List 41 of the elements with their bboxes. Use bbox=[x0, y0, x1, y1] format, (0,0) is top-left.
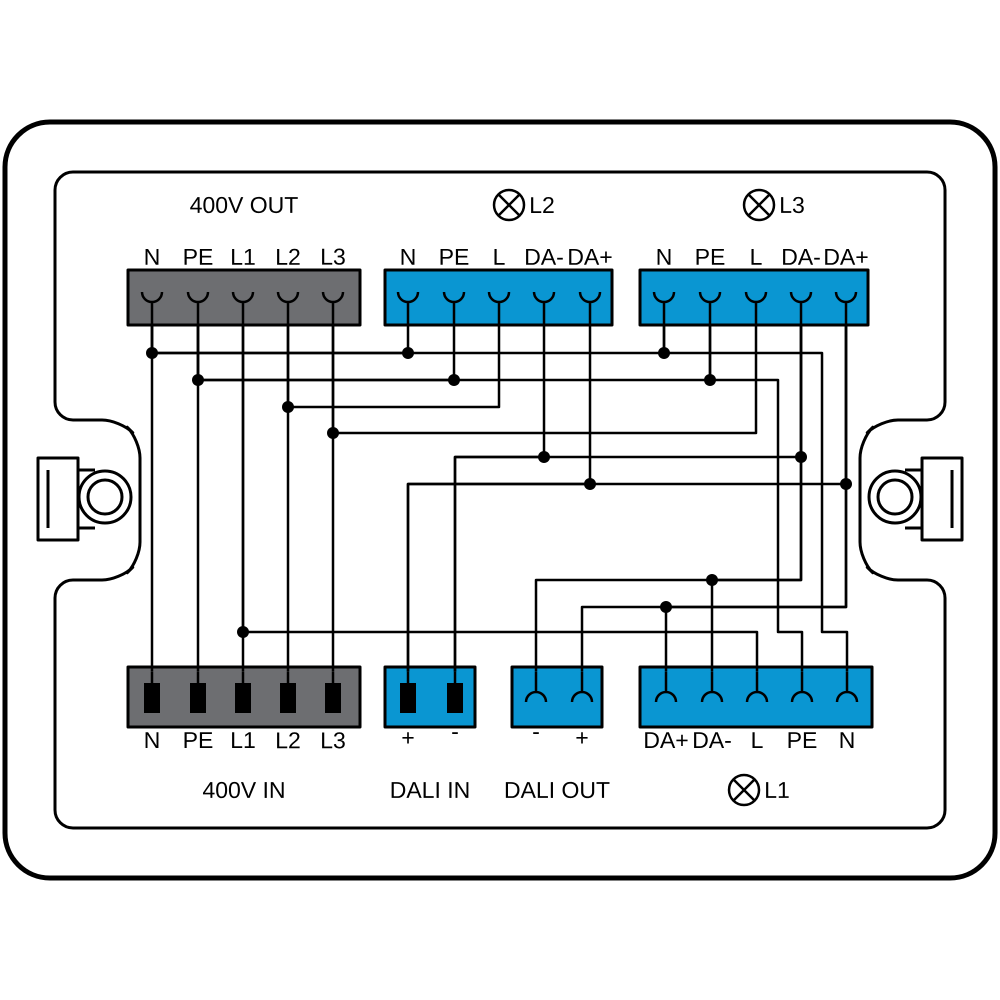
terminal-label: L3 bbox=[322, 732, 345, 748]
block-heading: DALI OUT bbox=[506, 782, 610, 798]
terminal-label: DA+ bbox=[825, 248, 868, 265]
terminal-label: L bbox=[752, 248, 762, 265]
terminal-label: + bbox=[576, 732, 588, 744]
terminal-label: DA+ bbox=[645, 732, 688, 748]
terminal-label: N bbox=[146, 732, 158, 748]
terminal-label: N bbox=[840, 732, 854, 748]
terminal-label: N bbox=[146, 248, 158, 265]
terminal-label: L2 bbox=[277, 248, 300, 265]
terminal-label: DA- bbox=[526, 248, 563, 265]
terminal-label: + bbox=[402, 732, 414, 744]
wire bbox=[534, 325, 802, 672]
block-heading: DALI IN bbox=[392, 782, 468, 798]
wire bbox=[332, 325, 758, 434]
block-heading: 400V OUT bbox=[190, 196, 298, 214]
wire bbox=[286, 325, 500, 408]
block-heading: L2 bbox=[531, 196, 554, 214]
terminal-label: PE bbox=[184, 732, 212, 748]
terminal-label: L2 bbox=[277, 732, 300, 748]
block-heading: L3 bbox=[781, 196, 804, 214]
wire bbox=[242, 325, 758, 672]
terminal-label: PE bbox=[696, 248, 724, 265]
terminal-label: - bbox=[452, 732, 458, 734]
terminal-label: L1 bbox=[232, 248, 255, 265]
block-heading: 400V IN bbox=[202, 782, 284, 798]
terminal-label: L3 bbox=[322, 248, 345, 265]
terminal-label: PE bbox=[788, 732, 816, 748]
terminal-label: N bbox=[658, 248, 670, 265]
terminal-label: - bbox=[533, 732, 539, 734]
terminal-label: PE bbox=[184, 248, 212, 265]
terminal-label: L bbox=[494, 248, 505, 265]
wire bbox=[580, 325, 848, 672]
terminal-label: L1 bbox=[232, 732, 255, 748]
terminal-label: PE bbox=[440, 248, 468, 265]
block-heading: L1 bbox=[766, 782, 789, 798]
terminal-label: DA- bbox=[783, 248, 820, 265]
terminal-label: DA+ bbox=[569, 248, 612, 265]
terminal-label: N bbox=[402, 248, 414, 265]
terminal-label: L bbox=[752, 732, 763, 748]
terminal-label: DA- bbox=[694, 732, 731, 748]
